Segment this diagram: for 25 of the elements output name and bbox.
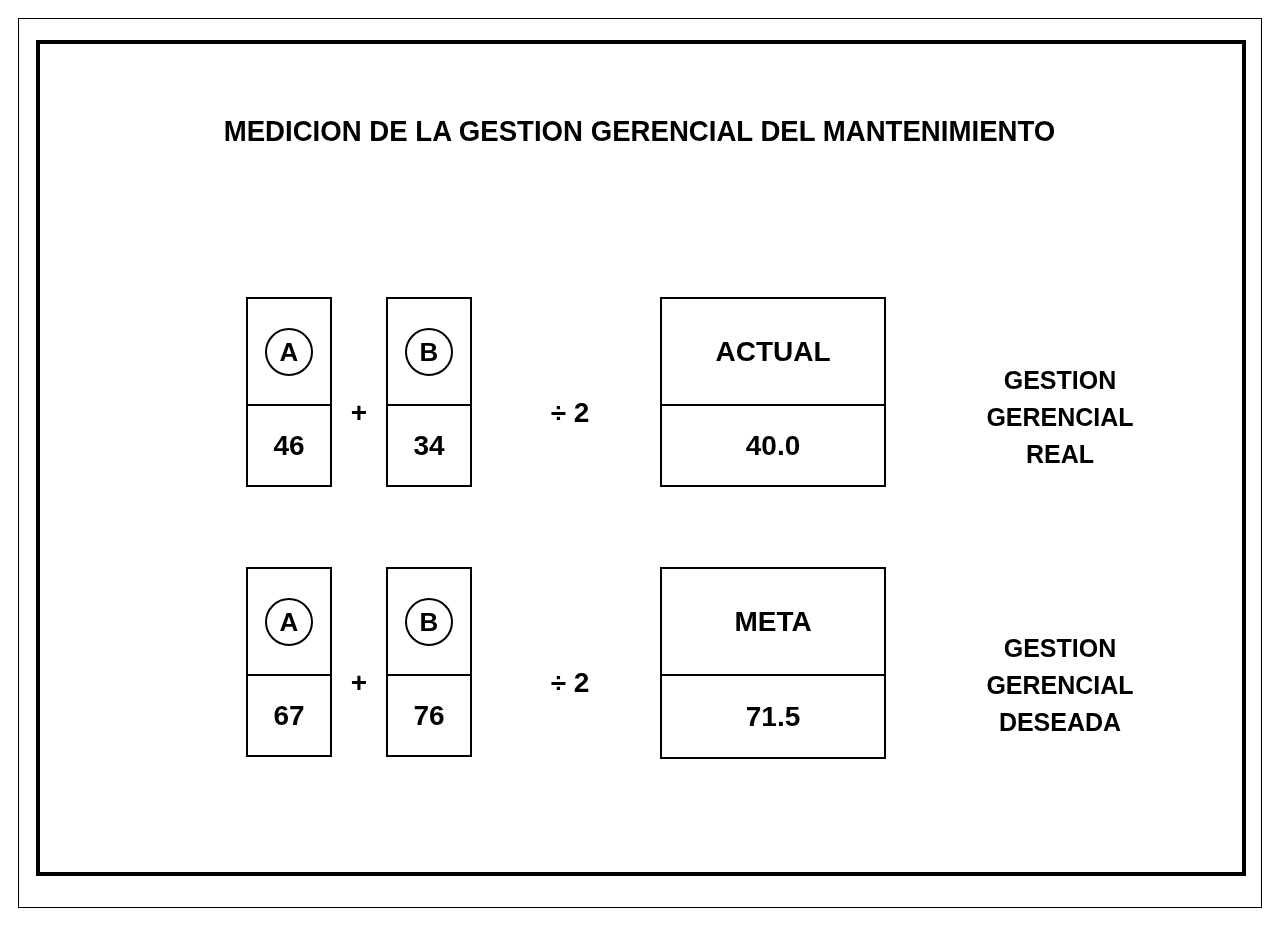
circled-letter: A [265,327,313,376]
operator-sign: ÷ 2 [549,397,591,429]
operator-sign: + [349,667,369,699]
value-text: 71.5 [745,700,801,733]
circled-letter: B [405,327,453,376]
result-caption: GESTION GERENCIAL REAL [985,365,1135,470]
value-text: 40.0 [745,429,801,462]
value-text: 46 [273,429,305,462]
split-box [660,567,886,759]
box-heading: META [734,605,812,638]
split-box [660,297,886,487]
value-text: 67 [273,699,305,732]
circled-letter: B [405,597,453,646]
value-text: 76 [413,699,445,732]
split-box [246,567,332,757]
title: MEDICION DE LA GESTION GERENCIAL DEL MANTENIMIENTO [222,113,1057,149]
box-heading: ACTUAL [715,335,831,368]
split-box [386,297,472,487]
operator-sign: + [349,397,369,429]
circled-letter: A [265,597,313,646]
result-caption: GESTION GERENCIAL DESEADA [985,633,1135,738]
operator-sign: ÷ 2 [549,667,591,699]
split-box [246,297,332,487]
value-text: 34 [413,429,445,462]
split-box [386,567,472,757]
